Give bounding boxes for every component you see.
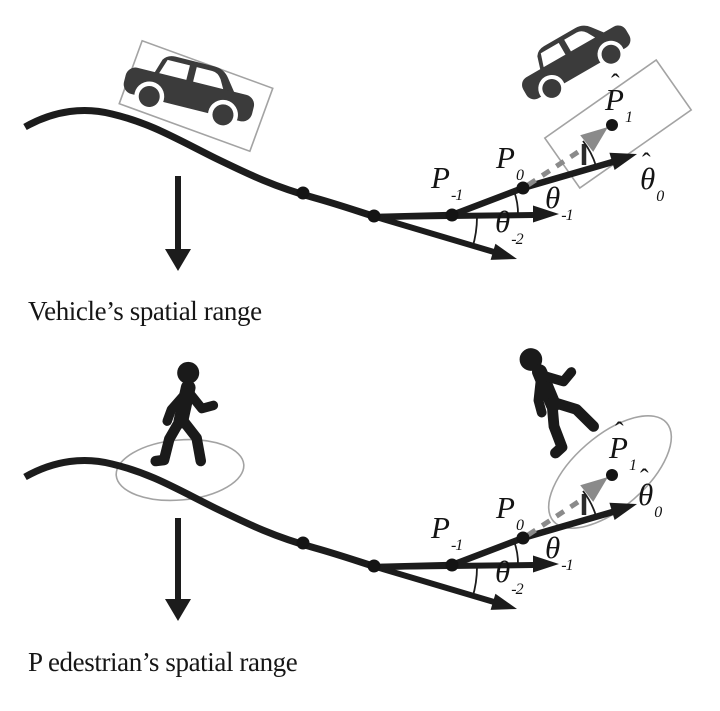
reference-arrowhead: [490, 243, 517, 260]
theta-hat-angle-arc: [582, 140, 597, 167]
label-base: θ: [545, 180, 561, 215]
theta-hat-angle-arc: [582, 490, 597, 517]
reference-arrowhead: [533, 555, 559, 573]
label-base: θ: [495, 204, 511, 239]
label-p0-pedestrian: P0: [496, 490, 524, 534]
label-sub: 0: [515, 517, 524, 534]
label-sub: -1: [450, 537, 463, 554]
label-sub: -2: [511, 231, 523, 248]
label-sub: -1: [561, 557, 573, 574]
vehicle-panel: [23, 6, 693, 271]
label-base: θ: [545, 530, 561, 565]
label-sub: 0: [654, 504, 662, 521]
pedestrian-current-range-ellipse: [115, 438, 245, 502]
trajectory-dot: [367, 209, 381, 223]
caption-pedestrian-spatial-range: P edestrian’s spatial range: [28, 647, 298, 677]
label-base: θ: [638, 477, 654, 512]
label-base: P: [496, 140, 515, 175]
trajectory-dot: [367, 559, 381, 573]
hat-accent: ˆ: [640, 464, 649, 493]
theta-minus2-reference-arrow: [375, 214, 495, 255]
theta-minus1-angle-arc: [513, 190, 519, 216]
label-p0-vehicle: P0: [496, 140, 524, 184]
theta-minus2-angle-arc: [471, 216, 478, 248]
label-p-minus1-vehicle: P-1: [431, 160, 463, 204]
reference-arrowhead: [533, 205, 559, 223]
label-theta-minus2-vehicle: θ-2: [495, 204, 524, 248]
label-base: P: [431, 160, 450, 195]
hat-accent: ˆ: [615, 417, 624, 446]
trajectory-dot: [296, 536, 310, 550]
predicted-direction-arrowhead: [580, 127, 608, 152]
label-base: P: [605, 82, 624, 117]
label-theta-minus2-pedestrian: θ-2: [495, 554, 524, 598]
hat-accent: ˆ: [642, 148, 651, 177]
label-base: θ: [495, 554, 511, 589]
heading-arrowhead: [609, 502, 637, 520]
caption-vehicle-spatial-range: Vehicle’s spatial range: [28, 296, 262, 326]
label-p-minus1-pedestrian: P-1: [431, 510, 463, 554]
pedestrian-prediction-region: [547, 414, 673, 530]
trajectory-dot-p-minus1: [445, 208, 459, 222]
theta-minus2-angle-arc: [471, 566, 478, 598]
trajectory-dot-p-minus1: [445, 558, 459, 572]
label-base: P: [609, 430, 628, 465]
label-sub: 1: [624, 109, 633, 126]
vehicle-trajectory-curve: [23, 107, 378, 221]
label-sub: -1: [561, 207, 573, 224]
down-arrow-icon: [165, 249, 191, 271]
label-sub: 0: [656, 188, 664, 205]
label-sub: -1: [450, 187, 463, 204]
theta-minus2-reference-arrow: [375, 564, 495, 605]
predicted-point-dot: [606, 119, 618, 131]
label-base: θ: [640, 161, 656, 196]
predicted-direction-arrowhead: [580, 477, 608, 502]
trajectory-dot: [296, 186, 310, 200]
theta-minus1-angle-arc: [513, 540, 519, 566]
pedestrian-icon-predicted: [497, 335, 604, 453]
reference-arrowhead: [490, 593, 517, 610]
label-sub: 0: [515, 167, 524, 184]
vehicle-trajectory-dots: [296, 119, 618, 223]
pedestrian-trajectory-dots: [296, 469, 618, 573]
label-base: P: [431, 510, 450, 545]
pedestrian-icon: [156, 362, 214, 461]
label-theta-minus1-vehicle: θ-1: [545, 180, 574, 224]
trajectory-dot-p0: [516, 531, 530, 545]
label-theta-minus1-pedestrian: θ-1: [545, 530, 574, 574]
label-base: P: [496, 490, 515, 525]
label-sub: -2: [511, 581, 523, 598]
label-sub: 1: [628, 457, 637, 474]
hat-accent: ˆ: [611, 69, 620, 98]
pedestrian-panel: [23, 335, 673, 621]
pedestrian-trajectory-curve: [23, 457, 378, 571]
predicted-point-dot: [606, 469, 618, 481]
heading-arrowhead: [609, 152, 637, 170]
down-arrow-icon: [165, 599, 191, 621]
trajectory-dot-p0: [516, 181, 530, 195]
